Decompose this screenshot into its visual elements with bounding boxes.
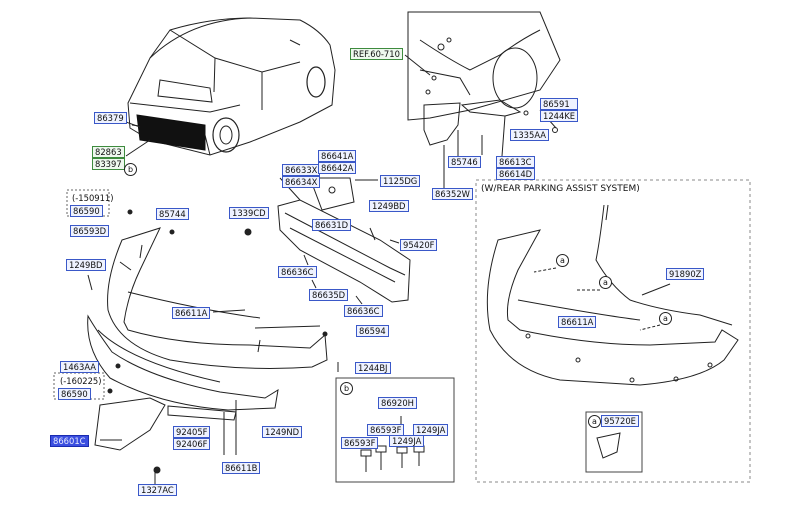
pas-boundary-dashed — [475, 179, 751, 483]
part-1463aa[interactable]: 1463AA — [60, 361, 100, 373]
part-stack-82863: 82863 83397 — [92, 146, 125, 170]
callout-a-marker-1[interactable]: a — [556, 254, 569, 267]
callout-b-box — [335, 377, 455, 483]
part-stack-86641a: 86641A 86642A — [318, 150, 357, 174]
callout-a-box-marker: a — [588, 415, 601, 428]
part-86590-b[interactable]: 86590 — [58, 388, 91, 400]
part-86593d[interactable]: 86593D — [70, 225, 110, 237]
ref-60-710[interactable]: REF.60-710 — [350, 48, 403, 60]
pas-bumper-illustration — [486, 204, 739, 386]
side-bracket-illustration — [407, 11, 561, 146]
part-86601c-selected[interactable]: 86601C — [50, 435, 89, 447]
part-1125dg[interactable]: 1125DG — [380, 175, 421, 187]
part-86635d[interactable]: 86635D — [309, 289, 349, 301]
part-86641a[interactable]: 86641A — [318, 150, 357, 162]
part-82863[interactable]: 82863 — [92, 146, 125, 158]
callout-a-box — [585, 411, 643, 473]
part-86352w[interactable]: 86352W — [432, 188, 473, 200]
part-86593f-b[interactable]: 86593F — [341, 437, 379, 449]
part-1249nd[interactable]: 1249ND — [262, 426, 303, 438]
part-86920h[interactable]: 86920H — [378, 397, 417, 409]
part-86591[interactable]: 86591 — [540, 98, 579, 110]
part-stack-92405f: 92405F 92406F — [173, 426, 211, 450]
part-stack-86613c: 86613C 86614D — [496, 156, 536, 180]
part-1249ja[interactable]: 1249JA — [413, 424, 449, 436]
part-95420f[interactable]: 95420F — [400, 239, 438, 251]
reflector-illustration — [167, 405, 237, 421]
car-illustration — [127, 17, 336, 156]
part-86633x[interactable]: 86633X — [282, 164, 321, 176]
clip-95720e-illustration — [596, 432, 621, 459]
part-86636c[interactable]: 86636C — [278, 266, 317, 278]
callout-b-marker[interactable]: b — [124, 163, 137, 176]
callout-a-marker-2[interactable]: a — [599, 276, 612, 289]
part-1249bd-a[interactable]: 1249BD — [66, 259, 106, 271]
part-86590-a[interactable]: 86590 — [70, 205, 103, 217]
note-160225: (-160225) — [60, 376, 102, 386]
part-92406f[interactable]: 92406F — [173, 438, 211, 450]
part-86636c-b[interactable]: 86636C — [344, 305, 383, 317]
part-1327ac[interactable]: 1327AC — [138, 484, 177, 496]
part-86634x[interactable]: 86634X — [282, 176, 321, 188]
part-86593f[interactable]: 86593F — [367, 424, 405, 436]
part-86611a-pas[interactable]: 86611A — [558, 316, 597, 328]
part-1244bj[interactable]: 1244BJ — [355, 362, 391, 374]
pas-title: (W/REAR PARKING ASSIST SYSTEM) — [481, 184, 640, 194]
part-86611a[interactable]: 86611A — [172, 307, 211, 319]
note-150911: (-150911) — [72, 193, 114, 203]
part-86642a[interactable]: 86642A — [318, 162, 357, 174]
part-92405f[interactable]: 92405F — [173, 426, 211, 438]
under-cover-illustration — [94, 397, 166, 451]
part-85746[interactable]: 85746 — [448, 156, 481, 168]
part-86594[interactable]: 86594 — [356, 325, 389, 337]
part-86611b[interactable]: 86611B — [222, 462, 261, 474]
part-95720e[interactable]: 95720E — [601, 415, 639, 427]
part-1339cd[interactable]: 1339CD — [229, 207, 269, 219]
part-86613c[interactable]: 86613C — [496, 156, 536, 168]
part-1335aa[interactable]: 1335AA — [510, 129, 550, 141]
part-1249ja-b[interactable]: 1249JA — [389, 435, 425, 447]
lower-valance-illustration — [87, 314, 279, 411]
part-85744[interactable]: 85744 — [156, 208, 189, 220]
part-stack-86591: 86591 1244KE — [540, 98, 579, 122]
callout-a-marker-3[interactable]: a — [659, 312, 672, 325]
rear-bumper-illustration — [107, 227, 328, 369]
part-1244ke[interactable]: 1244KE — [540, 110, 579, 122]
callout-b-box-marker: b — [340, 382, 353, 395]
part-1249bd-b[interactable]: 1249BD — [369, 200, 409, 212]
part-91890z[interactable]: 91890Z — [666, 268, 705, 280]
part-86631d[interactable]: 86631D — [312, 219, 352, 231]
part-stack-86633x: 86633X 86634X — [282, 164, 321, 188]
part-83397[interactable]: 83397 — [92, 158, 125, 170]
part-86614d[interactable]: 86614D — [496, 168, 536, 180]
part-86379[interactable]: 86379 — [94, 112, 127, 124]
